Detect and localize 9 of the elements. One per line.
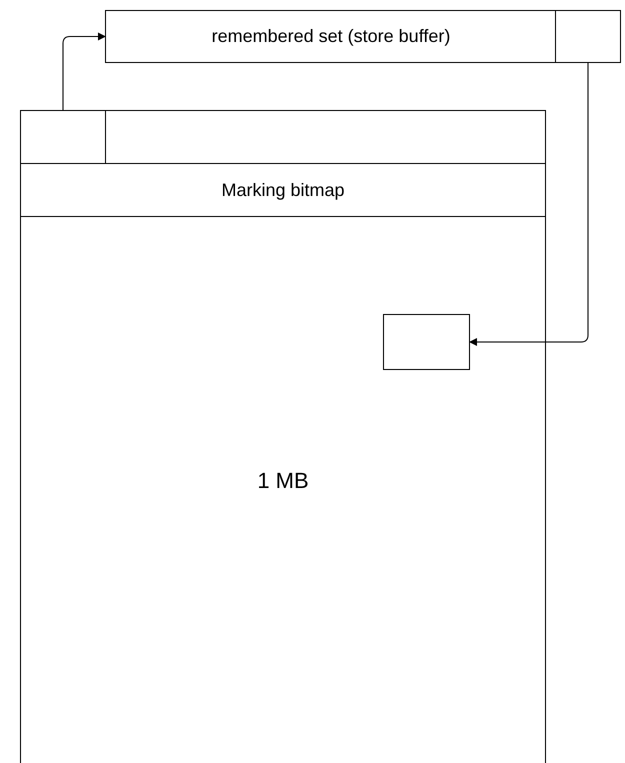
arrow — [469, 62, 588, 346]
bitmap-band — [20, 163, 546, 217]
box-label: 1 MB — [256, 467, 310, 495]
arrow — [62, 32, 106, 110]
box-label: remembered set (store buffer) — [210, 25, 452, 48]
buffer-box — [105, 10, 621, 63]
box-label: Marking bitmap — [220, 178, 346, 202]
slot-box — [383, 314, 470, 370]
memory-page — [20, 110, 546, 763]
